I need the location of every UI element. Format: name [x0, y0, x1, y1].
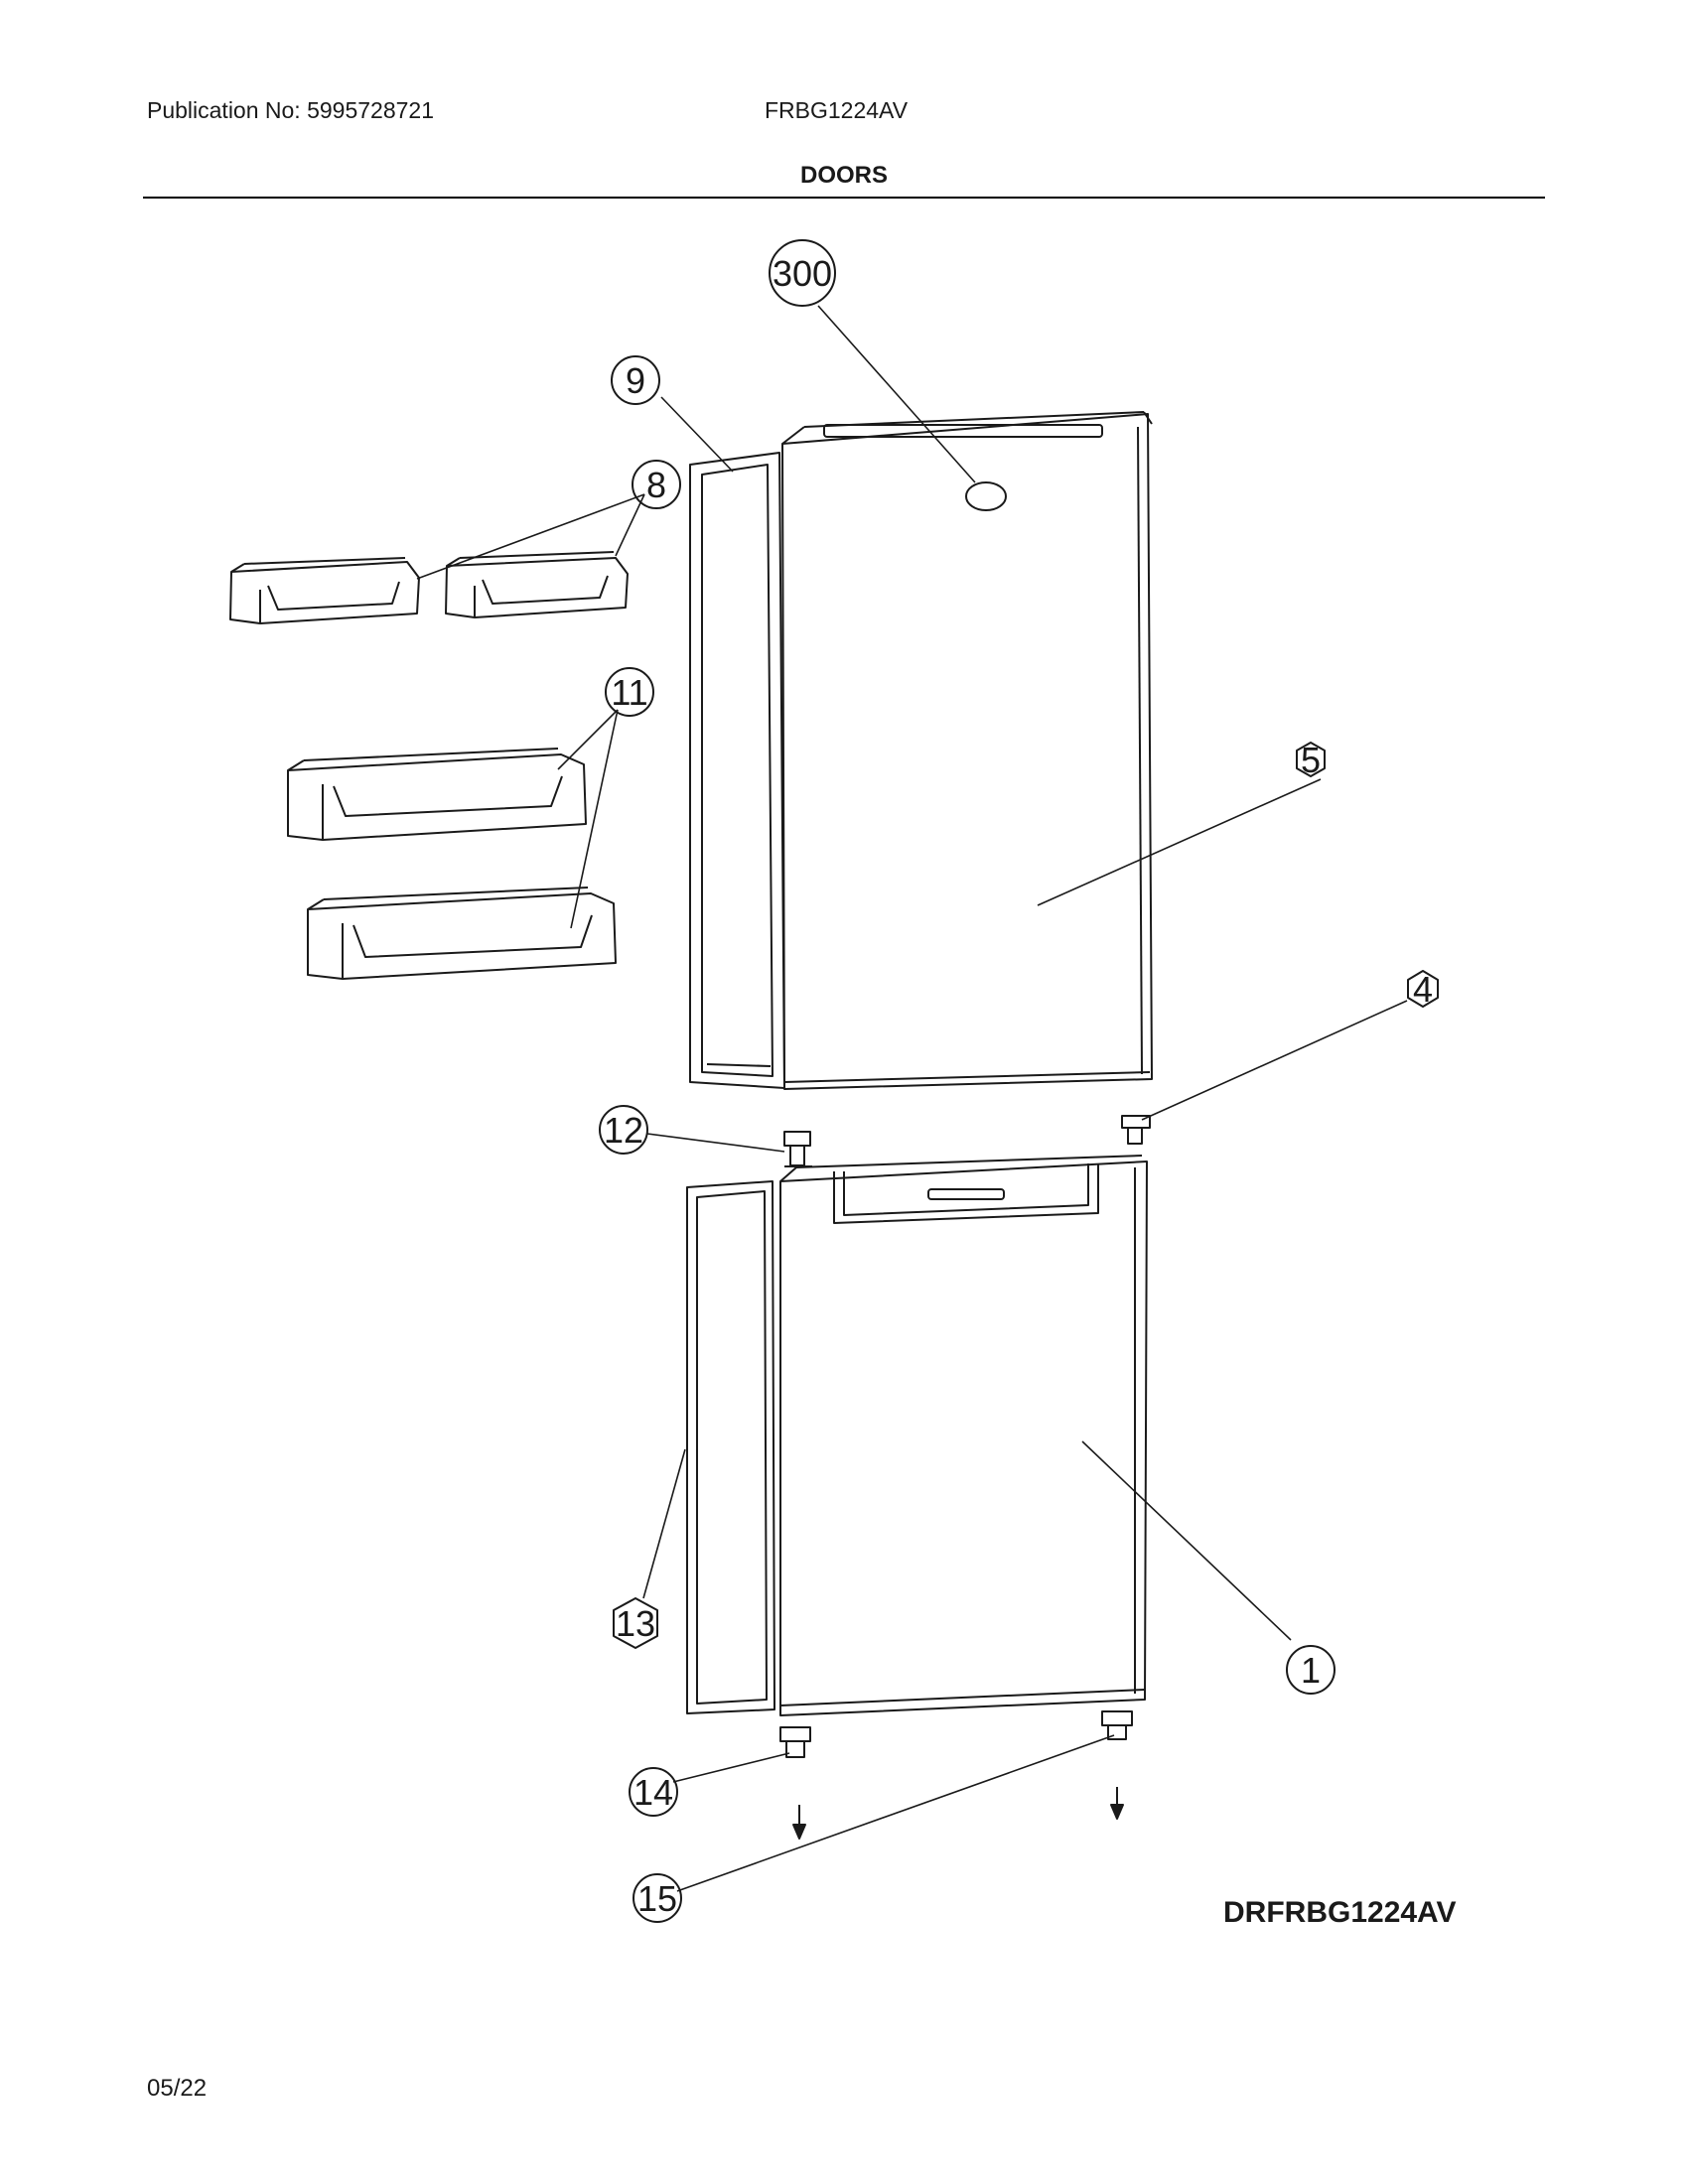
callout-13-label: 13	[616, 1603, 655, 1644]
lower-door-panel	[779, 1155, 1148, 1716]
callout-300-bubble	[769, 239, 836, 307]
callout-5-bubble	[1296, 742, 1326, 777]
callout-5-label: 5	[1301, 740, 1321, 780]
header-divider	[143, 197, 1545, 199]
screw-right	[1110, 1787, 1124, 1820]
callout-15-bubble	[633, 1873, 682, 1923]
callout-12-label: 12	[604, 1110, 643, 1151]
large-door-bin-lower	[307, 887, 617, 980]
upper-door-gasket	[689, 452, 785, 1089]
callout-11-label: 11	[611, 672, 647, 713]
callout-9-bubble	[611, 355, 660, 405]
publication-date: 05/22	[147, 2075, 208, 2102]
drawing-code: DRFRBG1224AV	[1223, 1896, 1457, 1929]
bottom-right-hinge	[1101, 1710, 1133, 1740]
callout-14-bubble	[629, 1767, 678, 1817]
small-door-bin-right	[445, 551, 629, 618]
small-door-bin-left	[229, 557, 420, 624]
page-title: DOORS	[799, 162, 888, 189]
upper-door-panel	[781, 411, 1153, 1090]
publication-number: Publication No: 5995728721	[147, 97, 435, 123]
callout-13-bubble	[613, 1597, 658, 1649]
callout-14-label: 14	[633, 1772, 673, 1813]
callout-12-bubble	[599, 1105, 648, 1155]
callout-8-bubble	[632, 460, 681, 509]
model-number: FRBG1224AV	[765, 97, 909, 123]
callout-15-label: 15	[637, 1878, 677, 1919]
bottom-left-hinge	[779, 1726, 811, 1758]
middle-hinge	[783, 1131, 812, 1167]
callout-4-label: 4	[1413, 969, 1433, 1010]
lower-door-gasket	[686, 1180, 775, 1714]
screw-left	[792, 1805, 806, 1840]
callout-8-label: 8	[646, 465, 666, 505]
callout-1-label: 1	[1301, 1650, 1321, 1691]
callout-300-label: 300	[773, 253, 832, 294]
callout-4-bubble	[1407, 970, 1439, 1008]
right-hinge	[1121, 1115, 1151, 1145]
callout-1-bubble	[1286, 1645, 1336, 1695]
callout-9-label: 9	[626, 360, 645, 401]
large-door-bin-upper	[287, 748, 587, 841]
callout-11-bubble	[605, 667, 654, 717]
